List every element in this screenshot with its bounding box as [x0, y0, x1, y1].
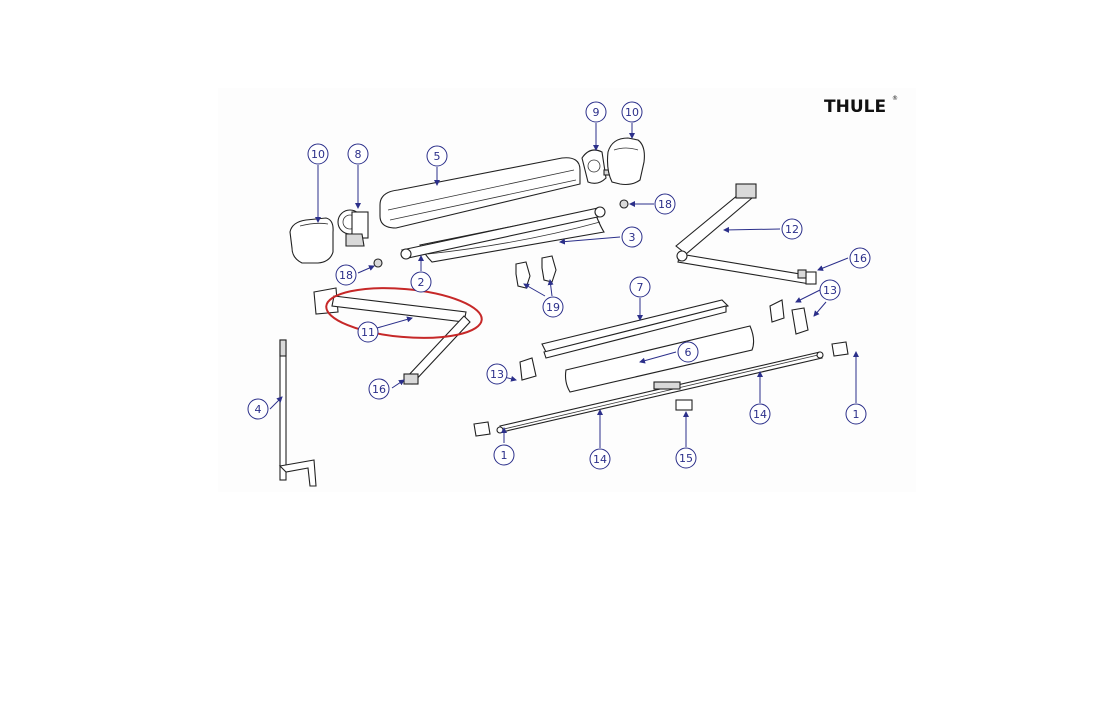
- callout-10b: 10: [621, 101, 643, 123]
- svg-text:6: 6: [685, 346, 692, 359]
- svg-text:14: 14: [593, 453, 607, 466]
- svg-text:10: 10: [311, 148, 325, 161]
- svg-text:3: 3: [629, 231, 636, 244]
- thule-logo: THULE ®: [824, 95, 898, 117]
- svg-text:11: 11: [361, 326, 375, 339]
- svg-text:1: 1: [501, 449, 508, 462]
- callout-13a: 13: [819, 279, 841, 301]
- callout-16a: 16: [849, 247, 871, 269]
- part-brackets-right: [769, 299, 809, 335]
- highlight-ring: [325, 287, 483, 339]
- callout-15: 15: [675, 447, 697, 469]
- part-screw-left: [373, 258, 383, 268]
- callout-6: 6: [677, 341, 699, 363]
- part-rail-caps: [473, 341, 849, 437]
- svg-text:9: 9: [593, 106, 600, 119]
- svg-text:16: 16: [372, 383, 386, 396]
- part-cassette-housing: [379, 157, 581, 229]
- svg-text:8: 8: [355, 148, 362, 161]
- part-end-cap-right: [606, 137, 645, 186]
- callout-14b: 14: [589, 448, 611, 470]
- callout-12: 12: [781, 218, 803, 240]
- svg-text:2: 2: [418, 276, 425, 289]
- svg-text:10: 10: [625, 106, 639, 119]
- svg-text:18: 18: [339, 269, 353, 282]
- part-arm-end-right: [797, 269, 807, 279]
- part-bracket-left: [519, 357, 537, 381]
- callout-1a: 1: [845, 403, 867, 425]
- part-center-clip: [675, 399, 693, 411]
- part-screw-right: [619, 199, 629, 209]
- callout-8: 8: [347, 143, 369, 165]
- svg-text:16: 16: [853, 252, 867, 265]
- callout-2: 2: [410, 271, 432, 293]
- svg-text:14: 14: [753, 408, 767, 421]
- callout-7: 7: [629, 276, 651, 298]
- svg-text:5: 5: [434, 150, 441, 163]
- part-arm-right: [675, 183, 817, 285]
- leader-lines: [269, 123, 859, 448]
- callout-3: 3: [621, 226, 643, 248]
- svg-text:18: 18: [658, 198, 672, 211]
- logo-registered-mark: ®: [892, 95, 898, 102]
- part-lead-rail: [496, 351, 824, 434]
- svg-text:13: 13: [490, 368, 504, 381]
- callout-19: 19: [542, 296, 564, 318]
- svg-text:19: 19: [546, 301, 560, 314]
- svg-text:12: 12: [785, 223, 799, 236]
- callout-1b: 1: [493, 444, 515, 466]
- callout-11: 11: [357, 321, 379, 343]
- svg-text:4: 4: [255, 403, 262, 416]
- callout-14a: 14: [749, 403, 771, 425]
- callout-13b: 13: [486, 363, 508, 385]
- svg-text:1: 1: [853, 408, 860, 421]
- callout-10a: 10: [307, 143, 329, 165]
- callout-4: 4: [247, 398, 269, 420]
- part-roller-tube: [400, 206, 606, 260]
- callout-5: 5: [426, 145, 448, 167]
- part-crank-handle: [278, 339, 317, 487]
- logo-text: THULE: [824, 97, 886, 117]
- part-valance: [564, 325, 755, 393]
- callout-18b: 18: [335, 264, 357, 286]
- part-arm-left: [313, 287, 471, 385]
- callout-16b: 16: [368, 378, 390, 400]
- svg-text:13: 13: [823, 284, 837, 297]
- part-right-gear: [581, 149, 617, 184]
- part-gear-housing: [337, 209, 369, 247]
- part-clips: [515, 255, 557, 289]
- svg-text:15: 15: [679, 452, 693, 465]
- svg-text:7: 7: [637, 281, 644, 294]
- part-front-profile: [541, 299, 730, 359]
- callout-9: 9: [585, 101, 607, 123]
- part-end-cap-left: [289, 217, 334, 264]
- callout-18a: 18: [654, 193, 676, 215]
